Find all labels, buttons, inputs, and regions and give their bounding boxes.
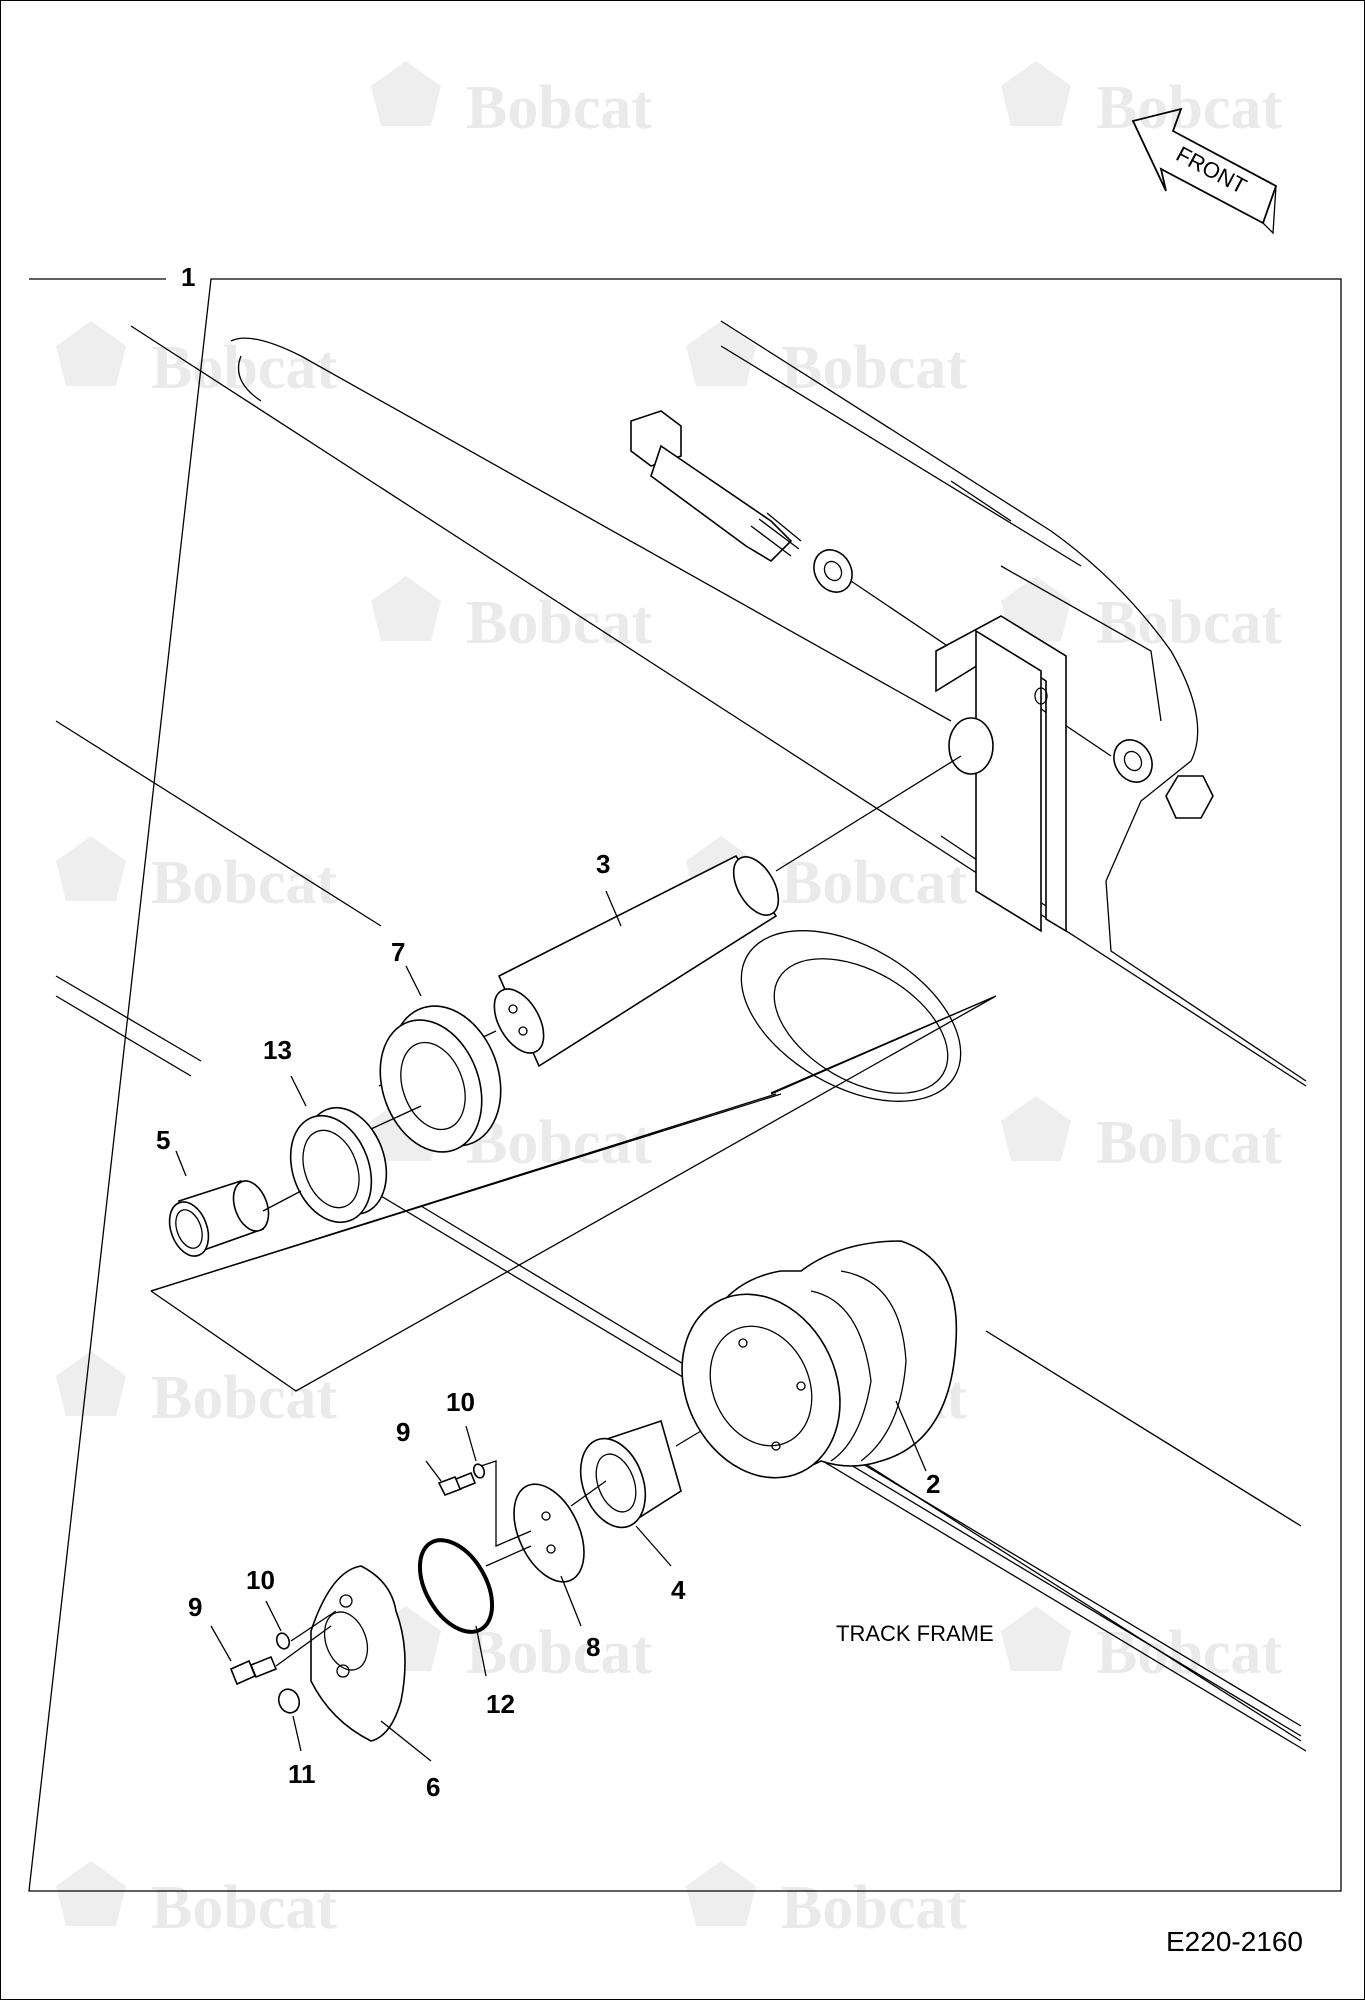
watermark: Bobcat <box>1001 1096 1282 1177</box>
callout-9-upper: 9 <box>396 1417 410 1447</box>
track-frame-label: TRACK FRAME <box>836 1621 994 1646</box>
part-5-bushing: 5 <box>156 1125 302 1257</box>
lower-bolt-hardware: 9 10 11 <box>188 1565 337 1789</box>
watermark: Bobcat <box>1001 61 1282 142</box>
svg-text:Bobcat: Bobcat <box>781 1874 967 1942</box>
svg-text:Bobcat: Bobcat <box>466 589 652 657</box>
svg-text:Bobcat: Bobcat <box>1096 1109 1282 1177</box>
svg-text:Bobcat: Bobcat <box>151 1874 337 1942</box>
watermark: Bobcat <box>686 1861 967 1942</box>
kit-outline <box>150 995 997 1392</box>
part-3-pin: 3 <box>378 755 962 1087</box>
svg-text:Bobcat: Bobcat <box>781 849 967 917</box>
front-label: FRONT <box>1172 141 1251 199</box>
callout-11: 11 <box>288 1759 316 1789</box>
watermark: Bobcat <box>56 836 337 917</box>
watermark: Bobcat <box>56 1351 337 1432</box>
watermark: Bobcat <box>371 576 652 657</box>
svg-text:Bobcat: Bobcat <box>151 1364 337 1432</box>
callout-4: 4 <box>671 1575 686 1605</box>
part-2-roller: 2 <box>681 1240 958 1499</box>
watermark: Bobcat <box>371 1606 652 1687</box>
part-13-collar: 13 <box>263 1035 422 1224</box>
callout-12: 12 <box>486 1689 515 1719</box>
drawing-code: E220-2160 <box>1166 1926 1303 1957</box>
svg-text:Bobcat: Bobcat <box>466 1619 652 1687</box>
callout-13: 13 <box>263 1035 292 1065</box>
svg-text:Bobcat: Bobcat <box>466 74 652 142</box>
frame-opening <box>740 930 962 1102</box>
svg-text:Bobcat: Bobcat <box>151 849 337 917</box>
svg-text:Bobcat: Bobcat <box>781 334 967 402</box>
assembly-frame: 1 <box>28 262 1342 1892</box>
svg-text:Bobcat: Bobcat <box>1096 74 1282 142</box>
callout-10-lower: 10 <box>246 1565 275 1595</box>
watermark: Bobcat <box>686 321 967 402</box>
callout-7: 7 <box>391 937 405 967</box>
top-mount-hardware <box>630 410 1214 933</box>
part-4-collar: 4 <box>579 1419 702 1605</box>
watermark: Bobcat <box>1001 576 1282 657</box>
callout-5: 5 <box>156 1125 170 1155</box>
part-6-cap: 6 <box>310 1565 440 1802</box>
watermark: Bobcat <box>56 1861 337 1942</box>
callout-9-lower: 9 <box>188 1592 202 1622</box>
part-7-seal: 7 <box>379 937 502 1153</box>
callout-8: 8 <box>586 1632 600 1662</box>
callout-6: 6 <box>426 1772 440 1802</box>
upper-bolt-hardware: 9 10 <box>396 1387 532 1547</box>
part-12-o-ring: 12 <box>417 1538 532 1719</box>
callout-3: 3 <box>596 849 610 879</box>
callout-1: 1 <box>181 262 195 292</box>
watermarks: Bobcat Bobcat Bobcat Bobcat Bobcat Bobca… <box>56 61 1282 1942</box>
watermark: Bobcat <box>56 321 337 402</box>
callout-10-upper: 10 <box>446 1387 475 1417</box>
svg-text:Bobcat: Bobcat <box>1096 589 1282 657</box>
watermark: Bobcat <box>371 61 652 142</box>
callout-2: 2 <box>926 1469 940 1499</box>
track-frame-outline <box>55 320 1307 1752</box>
svg-text:Bobcat: Bobcat <box>151 334 337 402</box>
part-8-plate: 8 <box>513 1480 607 1662</box>
watermark: Bobcat <box>1001 1606 1282 1687</box>
